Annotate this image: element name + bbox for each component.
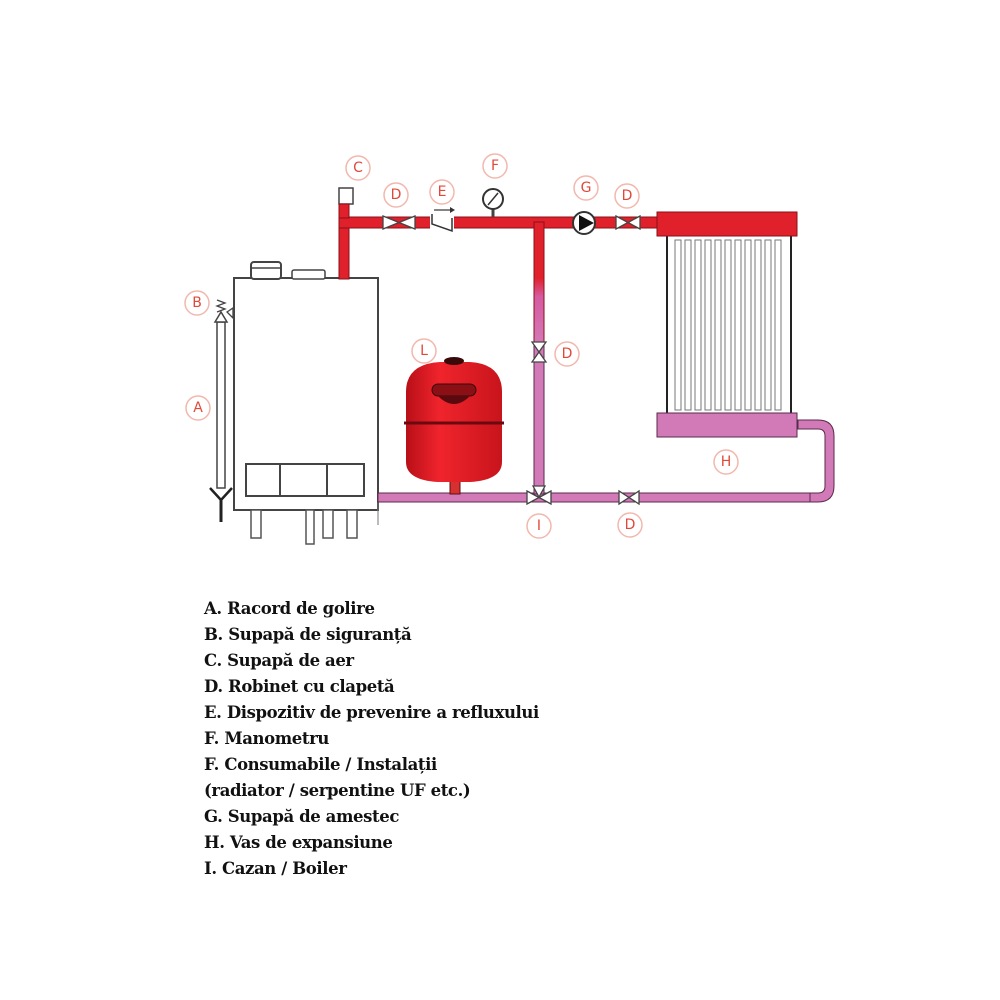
svg-text:L: L: [420, 343, 428, 359]
expansion-vessel: [404, 357, 504, 495]
valve-d-3: [530, 341, 548, 363]
pump: [572, 211, 596, 235]
callout-d-4: D: [617, 512, 643, 538]
heating-system-diagram: C D E F G D B A L D H I D: [184, 153, 835, 545]
radiator: [656, 211, 798, 438]
svg-text:F: F: [491, 158, 499, 174]
legend-item-g: G. Supapă de amestec: [204, 807, 399, 826]
callout-d-1: D: [383, 182, 409, 208]
valve-i: [526, 485, 552, 506]
valve-d-1: [382, 215, 416, 230]
legend: A. Racord de golire B. Supapă de siguran…: [204, 596, 539, 882]
legend-item-f-consumables: F. Consumabile / Instalații: [204, 755, 437, 774]
svg-text:E: E: [438, 184, 447, 200]
callout-h: H: [713, 449, 739, 475]
callout-f: F: [482, 153, 508, 179]
svg-text:D: D: [625, 517, 636, 533]
svg-text:A: A: [193, 400, 203, 416]
svg-text:B: B: [192, 295, 202, 311]
legend-item-f-manometer: F. Manometru: [204, 729, 329, 748]
legend-item-d: D. Robinet cu clapetă: [204, 677, 395, 696]
legend-item-i: I. Cazan / Boiler: [204, 859, 347, 878]
svg-text:I: I: [537, 518, 541, 534]
valve-d-4: [618, 489, 640, 506]
legend-item-b: B. Supapă de siguranță: [204, 625, 412, 644]
backflow-preventer: [430, 207, 455, 233]
legend-item-e: E. Dispozitiv de prevenire a refluxului: [204, 703, 539, 722]
drain-pipe: [209, 299, 234, 522]
svg-text:D: D: [391, 187, 402, 203]
air-valve: [338, 187, 354, 219]
callout-d-3: D: [554, 341, 580, 367]
svg-text:H: H: [721, 454, 732, 470]
valve-d-2: [615, 214, 641, 231]
svg-text:C: C: [353, 160, 363, 176]
legend-item-c: C. Supapă de aer: [204, 651, 354, 670]
svg-text:G: G: [581, 180, 592, 196]
callout-d-2: D: [614, 183, 640, 209]
callout-l: L: [411, 338, 437, 364]
legend-item-f-consumables-detail: (radiator / serpentine UF etc.): [204, 781, 471, 800]
legend-item-h: H. Vas de expansiune: [204, 833, 393, 852]
callout-a: A: [185, 395, 211, 421]
callout-g: G: [573, 175, 599, 201]
svg-text:D: D: [562, 346, 573, 362]
svg-text:D: D: [622, 188, 633, 204]
boiler: [233, 261, 379, 545]
manometer: [482, 188, 504, 217]
callout-b: B: [184, 290, 210, 316]
legend-item-a: A. Racord de golire: [204, 599, 375, 618]
callout-i: I: [526, 513, 552, 539]
supply-pipe: [338, 216, 660, 347]
callout-e: E: [429, 179, 455, 205]
callout-c: C: [345, 155, 371, 181]
